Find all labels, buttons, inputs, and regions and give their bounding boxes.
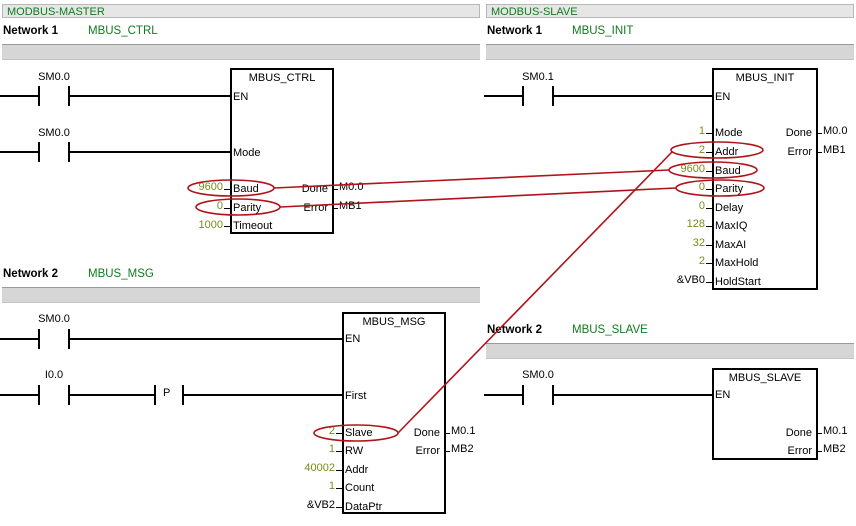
mbus-init-baud-pin: Baud [715, 165, 741, 177]
mbus-msg-block[interactable]: MBUS_MSG EN First Slave RW Addr Count Da… [342, 312, 446, 514]
mbus-init-addr-pin: Addr [715, 146, 739, 158]
slave-pane-title: MODBUS-SLAVE [486, 4, 854, 18]
master-n1-contact2[interactable] [38, 142, 40, 162]
mbus-ctrl-block[interactable]: MBUS_CTRL EN Mode Baud Parity Timeout Do… [230, 68, 334, 234]
slave-network1-name: MBUS_INIT [572, 25, 634, 37]
mbus-slave-done-pin: Done [785, 427, 812, 439]
mbus-init-baud-value: 9600 [680, 163, 705, 175]
mbus-msg-addr-value: 40002 [304, 462, 335, 474]
master-n1-contact1[interactable] [38, 86, 40, 106]
mbus-ctrl-error-output: MB1 [339, 200, 362, 212]
slave-network2-comment-bar[interactable] [486, 343, 854, 359]
mbus-init-mode-value: 1 [698, 125, 705, 137]
master-network1-comment-bar[interactable] [2, 44, 480, 60]
mbus-ctrl-done-output: M0.0 [339, 181, 364, 193]
mbus-ctrl-timeout-pin: Timeout [233, 220, 273, 232]
slave-n1-contact1-label: SM0.1 [522, 71, 554, 83]
slave-n1-contact1[interactable] [522, 86, 524, 106]
master-n2-contact1[interactable] [38, 329, 40, 349]
mbus-msg-title: MBUS_MSG [362, 316, 426, 328]
mbus-msg-count-pin: Count [345, 482, 375, 494]
mbus-ctrl-title: MBUS_CTRL [248, 72, 316, 84]
mbus-msg-done-output: M0.1 [451, 425, 476, 437]
mbus-ctrl-baud-value: 9600 [198, 181, 223, 193]
mbus-init-maxiq-pin: MaxIQ [715, 220, 748, 232]
slave-network2-name: MBUS_SLAVE [572, 324, 648, 336]
mbus-slave-done-output: M0.1 [823, 425, 848, 437]
mbus-init-holdstart-value: &VB0 [676, 274, 705, 286]
mbus-ctrl-parity-value: 0 [216, 200, 223, 212]
slave-network1-comment-bar[interactable] [486, 44, 854, 60]
mbus-init-delay-value: 0 [698, 200, 705, 212]
mbus-slave-error-output: MB2 [823, 443, 846, 455]
mbus-init-done-output: M0.0 [823, 125, 848, 137]
mbus-ctrl-done-pin: Done [301, 183, 328, 195]
mbus-slave-block[interactable]: MBUS_SLAVE EN Done Error [712, 368, 818, 460]
mbus-ctrl-error-pin: Error [303, 202, 328, 214]
mbus-msg-error-output: MB2 [451, 443, 474, 455]
slave-network1-label: Network 1 [487, 25, 542, 37]
mbus-init-en-pin: EN [715, 91, 731, 103]
mbus-init-maxhold-pin: MaxHold [715, 257, 759, 269]
mbus-msg-dataptr-value: &VB2 [306, 499, 335, 511]
mbus-slave-error-pin: Error [787, 445, 812, 457]
mbus-msg-done-pin: Done [413, 427, 440, 439]
master-network2-comment-bar[interactable] [2, 287, 480, 303]
mbus-init-parity-pin: Parity [715, 183, 744, 195]
master-n2-contact2[interactable] [38, 385, 40, 405]
mbus-msg-count-value: 1 [328, 480, 335, 492]
mbus-init-addr-value: 2 [698, 144, 705, 156]
master-n1-contact2-label: SM0.0 [38, 127, 70, 139]
master-network2-name: MBUS_MSG [88, 268, 154, 280]
slave-n2-contact1-label: SM0.0 [522, 369, 554, 381]
mbus-init-title: MBUS_INIT [735, 72, 795, 84]
mbus-msg-rw-pin: RW [345, 445, 364, 457]
mbus-msg-slave-value: 2 [328, 425, 335, 437]
master-pane-title: MODBUS-MASTER [2, 4, 480, 18]
mbus-ctrl-mode-pin: Mode [233, 147, 261, 159]
master-n2-p-label: P [163, 387, 171, 399]
mbus-init-maxhold-value: 2 [698, 255, 705, 267]
mbus-init-mode-pin: Mode [715, 127, 743, 139]
mbus-init-maxiq-value: 128 [686, 218, 705, 230]
slave-n2-contact1[interactable] [522, 385, 524, 405]
mbus-ctrl-timeout-value: 1000 [198, 219, 223, 231]
mbus-msg-en-pin: EN [345, 333, 361, 345]
mbus-init-done-pin: Done [785, 127, 812, 139]
master-n2-contact2-label: I0.0 [44, 369, 64, 381]
master-network2-label: Network 2 [3, 268, 58, 280]
mbus-msg-first-pin: First [345, 390, 367, 402]
master-network1-label: Network 1 [3, 25, 58, 37]
master-n2-positive-transition[interactable] [154, 385, 156, 405]
mbus-init-maxai-value: 32 [692, 237, 705, 249]
mbus-slave-en-pin: EN [715, 389, 731, 401]
mbus-ctrl-en-pin: EN [233, 91, 249, 103]
mbus-msg-slave-pin: Slave [345, 427, 373, 439]
mbus-slave-title: MBUS_SLAVE [728, 372, 802, 384]
mbus-msg-rw-value: 1 [328, 443, 335, 455]
mbus-init-block[interactable]: MBUS_INIT EN Mode Addr Baud Parity Delay… [712, 68, 818, 290]
mbus-ctrl-parity-pin: Parity [233, 202, 262, 214]
mbus-init-error-output: MB1 [823, 144, 846, 156]
master-n1-contact1-label: SM0.0 [38, 71, 70, 83]
mbus-msg-addr-pin: Addr [345, 464, 369, 476]
master-network1-name: MBUS_CTRL [88, 25, 158, 37]
mbus-ctrl-baud-pin: Baud [233, 183, 259, 195]
mbus-init-parity-value: 0 [698, 181, 705, 193]
mbus-init-error-pin: Error [787, 146, 812, 158]
mbus-msg-dataptr-pin: DataPtr [345, 501, 383, 513]
slave-network2-label: Network 2 [487, 324, 542, 336]
mbus-init-holdstart-pin: HoldStart [715, 276, 761, 288]
mbus-msg-error-pin: Error [415, 445, 440, 457]
mbus-init-maxai-pin: MaxAI [715, 239, 747, 251]
mbus-init-delay-pin: Delay [715, 202, 744, 214]
master-n2-contact1-label: SM0.0 [38, 313, 70, 325]
